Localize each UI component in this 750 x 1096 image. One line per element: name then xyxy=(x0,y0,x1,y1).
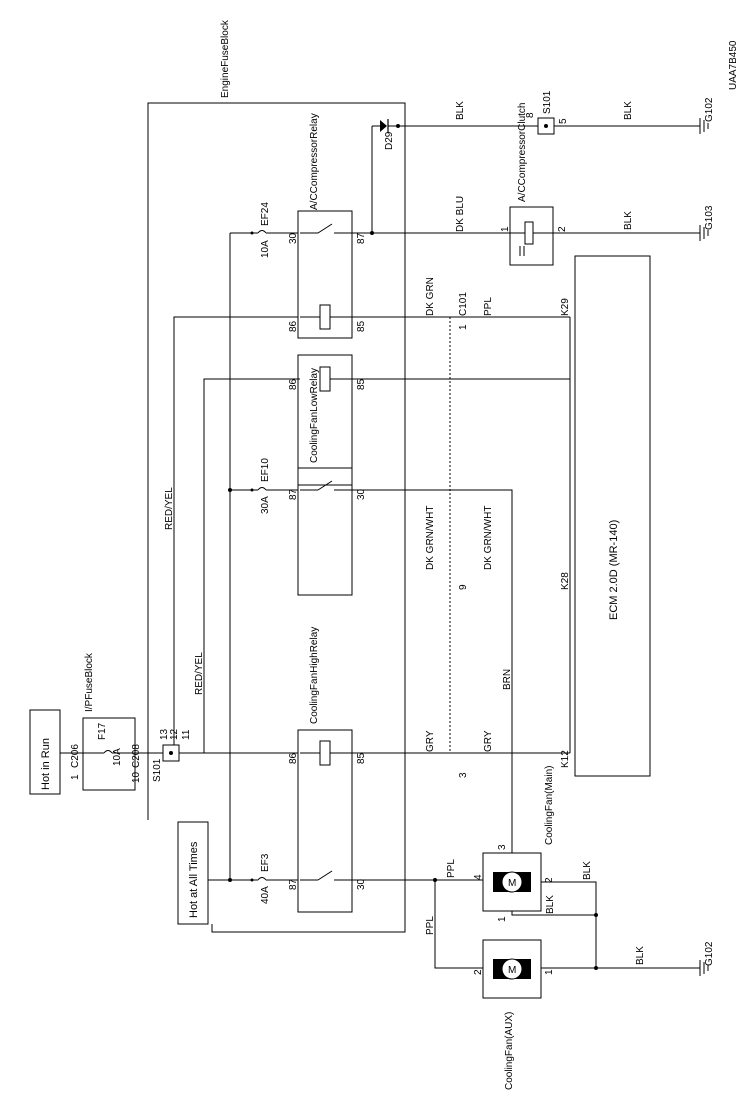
ac-relay-pin-85: 85 xyxy=(356,320,367,332)
s101-pin11: 11 xyxy=(181,729,192,740)
c101-pin-9: 9 xyxy=(458,584,469,590)
ground-g103: G103 xyxy=(699,205,715,241)
wire-ppl-2: PPL xyxy=(446,859,457,878)
cooling-fan-main: M CoolingFan(Main) 4 3 2 1 xyxy=(473,766,555,922)
ac-clutch-name: A/CCompressorClutch xyxy=(517,103,528,202)
low-relay-pin-85: 85 xyxy=(356,378,367,390)
fuse-f17-name: F17 xyxy=(97,722,108,740)
cooling-fan-aux: M CoolingFan(AUX) 2 1 xyxy=(473,939,555,1090)
ac-compressor-clutch: A/CCompressorClutch 1 2 xyxy=(500,103,568,266)
low-relay-pin-30: 30 xyxy=(356,488,367,500)
fan-main-pin-2: 2 xyxy=(544,877,555,883)
fuse-ef3-name: EF3 xyxy=(260,853,271,872)
ip-fuse-block-label: I/PFuseBlock xyxy=(84,652,95,712)
ecm-pin-k28: K28 xyxy=(560,572,571,590)
wire-red-yel-2: RED/YEL xyxy=(194,652,205,695)
s101-right-pin-5: 5 xyxy=(558,118,569,124)
fan-main-pin-4: 4 xyxy=(473,874,484,880)
fuse-ef24-name: EF24 xyxy=(260,202,271,226)
fan-main-name: CoolingFan(Main) xyxy=(544,766,555,845)
c206-pin: 1 xyxy=(70,774,81,780)
fuse-ef10-name: EF10 xyxy=(260,458,271,482)
ground-g102-top: G102 xyxy=(699,97,715,134)
ecm-pin-k29: K29 xyxy=(560,298,571,316)
wire-brn: BRN xyxy=(502,669,513,690)
hot-at-all-times-box xyxy=(177,821,209,925)
wire-dk-grn-wht-2: DK GRN/WHT xyxy=(483,506,494,570)
wire-ppl-1: PPL xyxy=(483,297,494,316)
c101-pin-1: 1 xyxy=(458,324,469,330)
cooling-fan-high-relay: CoolingFanHighRelay 86 85 87 30 xyxy=(288,627,367,913)
wire-ppl-3: PPL xyxy=(425,916,436,935)
ip-fuse-block-box xyxy=(82,717,136,791)
s101-right-pin-8: 8 xyxy=(525,112,536,118)
fuse-ef3-rating: 40A xyxy=(260,886,271,904)
fan-main-pin-1: 1 xyxy=(497,916,508,922)
ecm-box xyxy=(574,255,651,777)
ground-g102-bottom-label: G102 xyxy=(704,941,715,966)
wire-blk-5: BLK xyxy=(582,861,593,880)
high-relay-pin-87: 87 xyxy=(288,878,299,890)
fan-aux-pin-2: 2 xyxy=(473,969,484,975)
ground-g102-top-label: G102 xyxy=(704,97,715,122)
s101-right-label: S101 xyxy=(542,90,553,114)
low-relay-name: CoolingFanLowRelay xyxy=(309,368,320,463)
high-relay-name: CoolingFanHighRelay xyxy=(309,627,320,724)
wire-dk-grn-wht-1: DK GRN/WHT xyxy=(425,506,436,570)
wire-dk-grn: DK GRN xyxy=(425,277,436,316)
fuse-ef10-rating: 30A xyxy=(260,496,271,514)
c208-label: C208 xyxy=(131,744,142,768)
fuse-f17-rating: 10A xyxy=(112,748,123,766)
d29-diode xyxy=(380,120,387,132)
wire-blk-2: BLK xyxy=(623,101,634,120)
diagram-id: UAA7B450 xyxy=(728,40,739,90)
ac-clutch-pin-1: 1 xyxy=(500,226,511,232)
wire-blk-6: BLK xyxy=(635,946,646,965)
wire-gry-2: GRY xyxy=(483,730,494,752)
s101-left-label: S101 xyxy=(152,758,163,782)
high-relay-pin-86: 86 xyxy=(288,752,299,764)
engine-fuse-block-border xyxy=(147,102,406,933)
low-relay-pin-87: 87 xyxy=(288,488,299,500)
fuse-ef24-rating: 10A xyxy=(260,240,271,258)
c206-label: C206 xyxy=(70,744,81,768)
ecm-pin-k12: K12 xyxy=(560,750,571,768)
s101-pin13: 13 xyxy=(159,728,170,740)
ac-relay-pin-86: 86 xyxy=(288,320,299,332)
wire-gry-1: GRY xyxy=(425,730,436,752)
fan-main-pin-3: 3 xyxy=(497,844,508,850)
ac-relay-pin-30: 30 xyxy=(288,232,299,244)
ac-relay-pin-87: 87 xyxy=(356,232,367,244)
c208-pin: 10 xyxy=(131,771,142,783)
fan-aux-motor-letter: M xyxy=(508,965,516,976)
fan-main-motor-letter: M xyxy=(508,878,516,889)
high-relay-pin-85: 85 xyxy=(356,752,367,764)
cooling-fan-low-relay: CoolingFanLowRelay 86 85 87 30 xyxy=(288,366,367,596)
fan-aux-name: CoolingFan(AUX) xyxy=(504,1012,515,1090)
ground-g103-label: G103 xyxy=(704,205,715,230)
wire-blk-3: BLK xyxy=(623,211,634,230)
ground-g102-bottom: G102 xyxy=(699,941,715,976)
high-relay-pin-30: 30 xyxy=(356,878,367,890)
ac-clutch-pin-2: 2 xyxy=(557,226,568,232)
ac-compressor-relay: A/CCompressorRelay 86 85 30 87 xyxy=(288,113,367,339)
wire-dk-blu: DK BLU xyxy=(455,196,466,232)
c101-pin-3: 3 xyxy=(458,772,469,778)
hot-in-run-label: Hot in Run xyxy=(40,738,52,790)
wire-blk-1: BLK xyxy=(455,101,466,120)
d29-label: D29 xyxy=(384,131,395,150)
low-relay-pin-86: 86 xyxy=(288,378,299,390)
ecm-label: ECM 2.0D (MR-140) xyxy=(608,520,620,620)
ac-relay-name: A/CCompressorRelay xyxy=(309,113,320,210)
hot-at-all-times-label: Hot at All Times xyxy=(188,841,200,918)
wire-blk-4: BLK xyxy=(545,895,556,914)
wire-red-yel-1: RED/YEL xyxy=(164,487,175,530)
c101-label: C101 xyxy=(458,292,469,316)
engine-fuse-block-label: EngineFuseBlock xyxy=(220,19,231,98)
hot-in-run-box xyxy=(29,709,61,795)
fan-aux-pin-1: 1 xyxy=(544,969,555,975)
